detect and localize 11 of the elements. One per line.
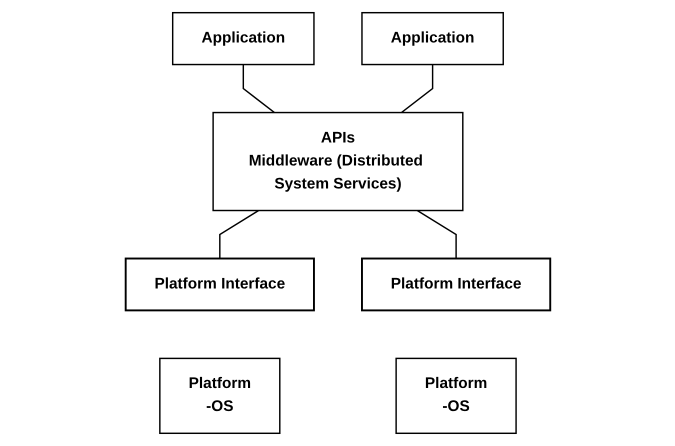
node-box: Platform Interface <box>360 258 551 312</box>
connector <box>400 64 433 114</box>
connector <box>218 210 259 259</box>
node-box: Platform Interface <box>124 258 314 312</box>
node-box: Platform -OS <box>394 358 516 434</box>
node-box: Platform -OS <box>158 358 280 434</box>
node-box: APIs Middleware (Distributed System Services) <box>212 112 464 212</box>
node-box: Application <box>360 12 504 66</box>
connector <box>416 210 456 259</box>
connector <box>242 64 274 114</box>
node-box: Application <box>172 12 314 66</box>
